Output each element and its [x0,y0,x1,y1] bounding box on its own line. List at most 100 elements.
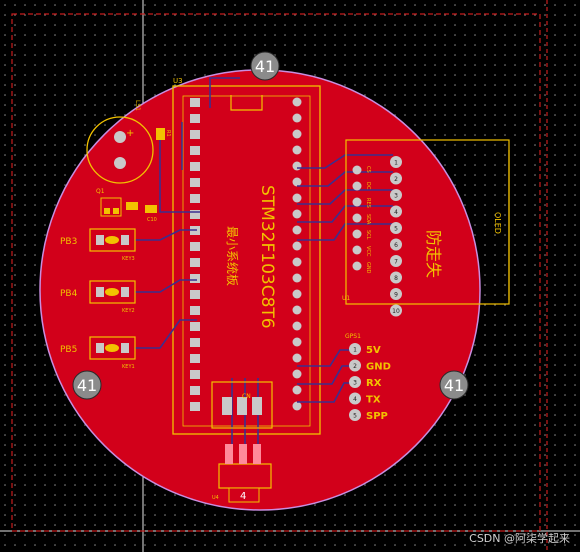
conn-upper-outline [211,381,273,429]
oled-side-pad [352,261,362,271]
conn-pad-3 [252,397,262,415]
gps-pin-label: 5V [366,345,381,356]
buzzer-ref: LS1 [134,100,141,111]
mcu-inner-outline [182,95,311,427]
power-ref: CN [242,393,251,400]
key-net-label: PB5 [60,345,77,355]
mcu-pad-right [292,97,302,107]
mount-hole-right-label: 41 [444,376,464,395]
oled-chinese-label: 防走失 [424,230,443,278]
r3-pad [145,205,157,213]
conn-lower-pad-3 [253,444,261,464]
gps-pin-gnd: 2 GND [349,359,391,373]
mcu-pad-left [190,370,200,379]
gps-pin-5v: 1 5V [349,343,381,356]
r1-ref: R1 [165,130,171,137]
mcu-pad-right [292,209,302,219]
gps-pin-number: 2 [353,363,357,370]
oled-pin: 3 [390,189,402,201]
mcu-pad-right [292,273,302,283]
buzzer-pad-plus [114,131,126,143]
oled-pin: 9 [390,288,402,300]
key-ref: KEY2 [122,308,135,314]
oled-signal-label: VCC [365,246,371,257]
mcu-notch [230,95,263,111]
mcu-pad-right [292,385,302,395]
gps-pin-number: 5 [353,413,357,420]
oled-side-pad [352,181,362,191]
mcu-pins-right [292,97,302,411]
mcu-pad-left [190,354,200,363]
key-ref: KEY3 [122,256,135,262]
mcu-pad-left [190,274,200,283]
mcu-pad-right [292,145,302,155]
q1-pad-b [113,208,119,214]
conn-lower-pad-2 [239,444,247,464]
conn-pad-2 [237,397,247,415]
mcu-pad-right [292,241,302,251]
mcu-pad-right [292,161,302,171]
gps-pin-label: RX [366,378,382,389]
mcu-pad-left [190,146,200,155]
oled-pin: 10 [390,304,402,317]
mcu-pad-right [292,113,302,123]
oled-pin-number: 5 [394,226,398,233]
oled-pin: 4 [390,205,402,218]
mount-hole-top-label: 41 [255,57,275,76]
mcu-pad-right [292,257,302,267]
mcu-pad-left [190,130,200,139]
mcu-pad-left [190,98,200,107]
oled-signal-label: DC [365,182,371,190]
gps-pin-label: GND [366,362,391,373]
oled-header-ref: U1 [342,295,350,302]
gps-pin-label: SPP [366,411,388,422]
q1-ref: Q1 [96,188,105,195]
watermark: CSDN @阿柒学起来 [469,532,570,545]
mcu-pad-left [190,162,200,171]
mcu-pad-left [190,306,200,315]
mcu-part-number: STM32F103C8T6 [257,185,277,329]
q1-pad-a [104,208,110,214]
conn-pad-1 [222,397,232,415]
mcu-outline [172,85,321,435]
oled-signal-label: CS [365,166,371,173]
gps-pin-number: 1 [353,347,357,354]
oled-pin-number: 8 [394,275,398,282]
mcu-pad-left [190,402,200,411]
oled-pin-number: 4 [394,209,398,216]
mcu-pad-right [292,129,302,139]
gps-pin-number: 4 [353,396,357,403]
key-ref: KEY1 [122,364,135,370]
mcu-pad-left [190,178,200,187]
oled-pin-number: 3 [394,193,398,200]
mcu-ref: U3 [173,77,183,85]
mcu-pad-left [190,258,200,267]
key-net-label: PB4 [60,289,78,299]
oled-side-pad [352,197,362,207]
conn-label-box [228,487,260,503]
oled-signal-label: SDA [365,214,371,225]
q1-outline [100,197,122,217]
oled-pin: 8 [390,271,402,284]
mcu-pad-right [292,369,302,379]
gps-ref: GPS1 [345,333,361,340]
conn-lower-pad-1 [225,444,233,464]
oled-pin-number: 10 [392,308,400,315]
mcu-pad-left [190,242,200,251]
mcu-pad-left [190,210,200,219]
conn-label: 4 [240,491,246,502]
mcu-pad-left [190,338,200,347]
oled-signal-label: GND [365,262,371,274]
mcu-pad-right [292,353,302,363]
oled-pin: 7 [390,255,402,267]
